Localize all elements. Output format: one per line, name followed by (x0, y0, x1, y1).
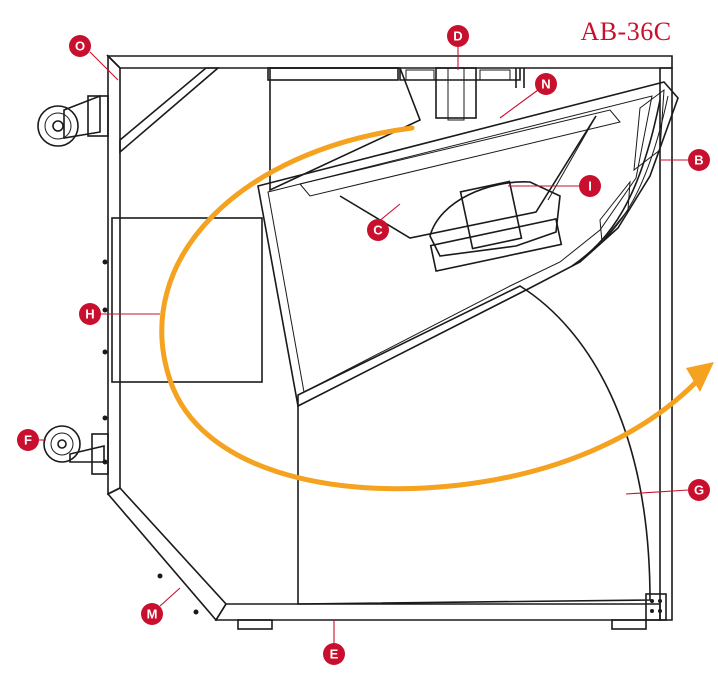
callout-c: C (367, 219, 389, 241)
svg-text:N: N (541, 77, 550, 92)
callout-f: F (17, 429, 39, 451)
cabinet-walls (106, 54, 673, 622)
svg-text:G: G (694, 483, 704, 498)
upper-diagonal-brace (119, 67, 221, 154)
callout-m: M (141, 603, 163, 625)
callout-g: G (688, 479, 710, 501)
caster-top-left (37, 94, 109, 147)
left-wall-fittings (102, 259, 199, 615)
callout-e: E (323, 643, 345, 665)
upper-hatched-block (269, 67, 422, 192)
callout-d: D (447, 25, 469, 47)
svg-text:O: O (75, 39, 85, 54)
callout-o: O (69, 35, 91, 57)
callout-i: I (579, 175, 601, 197)
caster-bottom-left (43, 425, 109, 475)
folded-horn-block-g (297, 285, 651, 605)
model-title: AB-36C (580, 17, 671, 46)
cabinet-feet (237, 619, 647, 630)
callout-n: N (535, 73, 557, 95)
svg-text:C: C (373, 223, 383, 238)
connector-panel (645, 593, 667, 621)
svg-text:M: M (147, 607, 158, 622)
svg-text:D: D (453, 29, 462, 44)
svg-text:B: B (694, 153, 703, 168)
airflow-arrow (159, 125, 714, 492)
svg-text:I: I (588, 179, 592, 194)
svg-text:H: H (85, 307, 94, 322)
svg-text:E: E (330, 647, 339, 662)
callout-h: H (79, 303, 101, 325)
svg-text:F: F (24, 433, 32, 448)
damping-block-h (111, 217, 263, 383)
callout-b: B (688, 149, 710, 171)
driver-enclosure (257, 81, 679, 408)
top-port-bracket (267, 67, 525, 121)
